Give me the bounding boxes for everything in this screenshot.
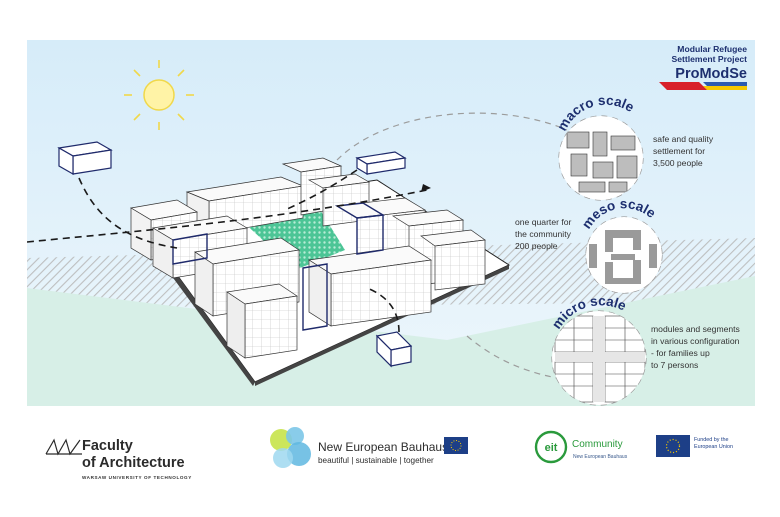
project-title-line: Modular Refugee: [677, 44, 747, 54]
project-acronym: ProModSe: [675, 66, 747, 82]
micro-scale-plan: [552, 311, 646, 405]
floating-modules: [57, 141, 413, 368]
meso-desc-line: one quarter for: [515, 217, 572, 227]
faculty-name: Faculty of Architecture: [82, 438, 232, 472]
illustration-panel: macro scale meso scale micro scale safe …: [27, 40, 755, 406]
meso-scale-plan: [586, 217, 662, 293]
macro-desc-line: 3,500 people: [653, 158, 703, 168]
neb-tagline: beautiful | sustainable | together: [318, 456, 434, 465]
faculty-name-line: Faculty: [82, 438, 133, 454]
neb-name: New European Bauhaus: [318, 440, 449, 454]
eu-flag-icon: [656, 435, 690, 457]
micro-desc-line: to 7 persons: [651, 360, 698, 370]
macro-desc-line: settlement for: [653, 146, 705, 156]
settlement-diagram: macro scale meso scale micro scale safe …: [27, 40, 755, 406]
meso-desc-line: the community: [515, 229, 572, 239]
eit-logo-icon: eit: [534, 430, 568, 464]
eit-badge-text: eit: [545, 442, 558, 454]
eu-funding-line: Funded by the: [694, 437, 729, 443]
project-title: Modular Refugee Settlement Project ProMo…: [659, 44, 747, 90]
faculty-university: WARSAW UNIVERSITY OF TECHNOLOGY: [82, 475, 192, 480]
eu-funding-line: European Union: [694, 444, 733, 450]
sun-icon: [124, 60, 194, 130]
faculty-name-line: of Architecture: [82, 455, 185, 471]
faculty-logo-icon: [45, 438, 82, 456]
project-title-line: Settlement Project: [672, 54, 748, 64]
eit-community: Community: [572, 439, 623, 450]
neb-logo-icon: [270, 427, 311, 468]
macro-scale-plan: [559, 116, 643, 200]
eu-flag-icon: [444, 437, 468, 454]
meso-desc-line: 200 people: [515, 241, 558, 251]
eu-funding-text: Funded by the European Union: [694, 437, 754, 451]
micro-desc-line: in various configuration: [651, 336, 740, 346]
micro-desc-line: modules and segments: [651, 324, 740, 334]
macro-desc-line: safe and quality: [653, 134, 714, 144]
micro-desc-line: - for families up: [651, 348, 710, 358]
eit-subtitle: New European Bauhaus: [573, 454, 628, 460]
